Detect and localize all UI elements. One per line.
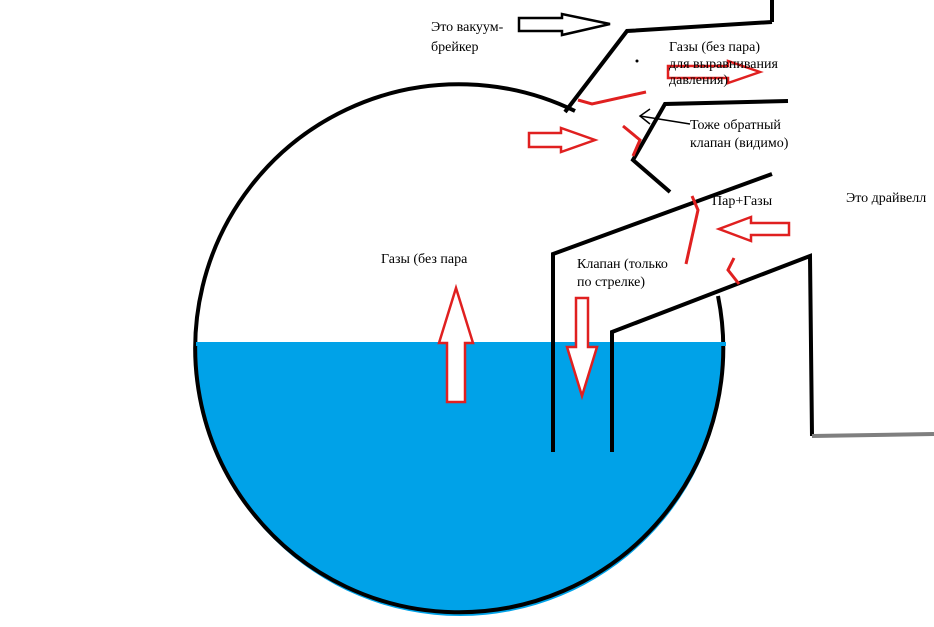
red-arrow-down-valve <box>565 296 599 401</box>
valve-flap-lower <box>726 257 741 285</box>
pointer-arrow <box>639 115 691 125</box>
valve-label-line2: по стрелке) <box>577 275 645 290</box>
gases-in-tank-label: Газы (без пара <box>381 252 468 267</box>
valve-label-line1: Клапан (только <box>577 257 668 272</box>
drywell-label: Это драйвелл <box>846 191 926 206</box>
tank-outline <box>193 82 726 615</box>
valve-flap-vacuum <box>577 90 647 106</box>
steam-gases-label: Пар+Газы <box>712 194 773 209</box>
inlet-pipe <box>551 172 773 452</box>
gases-pressure-label-line3: давления) <box>669 73 728 88</box>
water-fill <box>196 344 724 616</box>
drywell-floor <box>811 432 934 438</box>
vacuum-breaker-label-line1: Это вакуум- <box>431 20 504 35</box>
gases-pressure-label-line1: Газы (без пара) <box>669 40 760 55</box>
check-valve-label-line2: клапан (видимо) <box>690 136 789 151</box>
red-arrow-left-steam <box>715 215 791 243</box>
red-arrow-right-gases <box>666 59 764 85</box>
valve-flap-check <box>622 124 642 157</box>
valve-flap-inlet <box>684 195 700 265</box>
pointer-arrowhead <box>638 108 651 125</box>
vacuum-breaker-duct <box>563 20 773 114</box>
stray-dot <box>635 59 639 63</box>
red-arrow-up-gases <box>437 283 475 404</box>
black-arrow-right <box>517 12 611 37</box>
vacuum-breaker-label-line2: брейкер <box>431 40 479 55</box>
check-valve-label-line1: Тоже обратный <box>690 118 781 133</box>
gases-pressure-label-line2: для выравнивания <box>669 57 778 72</box>
check-valve-duct <box>630 99 789 194</box>
red-arrow-right-inlet <box>527 126 599 154</box>
drywell-wall <box>610 253 814 452</box>
